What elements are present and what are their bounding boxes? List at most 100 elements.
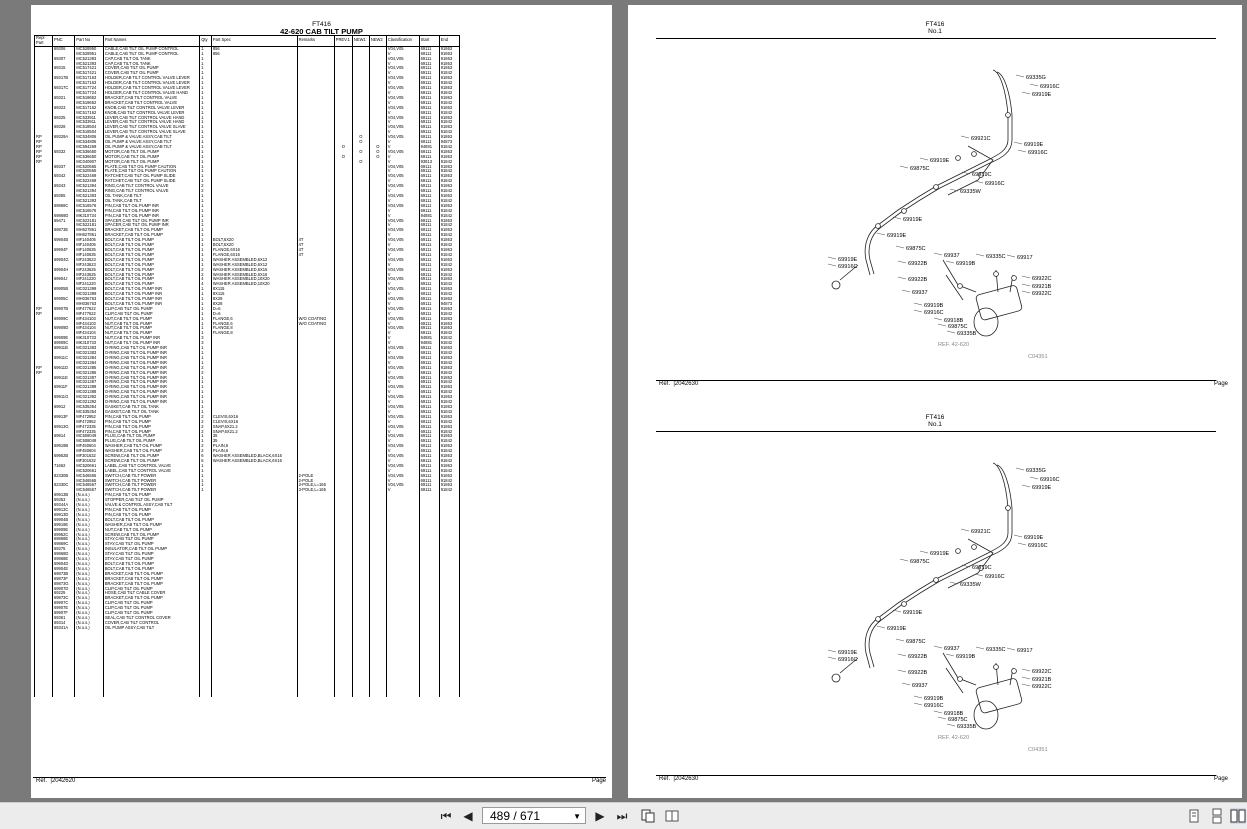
cell-end: 91863 [438,66,461,72]
cell-part-name: O-RING,CAB TILT OIL PUMP INR [102,400,201,405]
leader-line [961,564,971,568]
cell-pnc: 69913F [51,414,76,420]
cell-pnc [51,400,76,405]
cell-part-name: COVER,CAB TILT OIL PUMP [102,71,201,77]
cell-part-name: KNOB,CAB TILT CONTROL VALVE LEVER [102,105,201,111]
table-row: 69341A(N.o.s.)OIL PUMP ASSY,CAB TILT [34,625,461,631]
cell-new2 [368,46,387,52]
leader-line [1029,83,1039,87]
cell-end: 91863 [438,267,461,273]
page-number-input[interactable]: 489 / 671 ▼ [482,807,586,824]
cell-end: 91863 [438,355,461,361]
cell-part-name: STOPPER,CAB TILT OIL PUMP [102,498,201,504]
cell-end: 91842 [438,311,461,317]
cell-new2 [368,532,387,538]
cell-prev1 [333,301,353,307]
table-row: 69225(N.o.s.)HOSE,CAB TILT CABLE COVER [34,591,461,597]
cell-end: 91863 [438,404,461,410]
figure-model-2: FT416 [925,414,945,421]
chevron-down-icon[interactable]: ▼ [573,812,581,821]
cell-pnc: 69343 [51,184,76,190]
cell-prev1 [333,213,353,219]
facing-pages-view-icon[interactable] [1230,808,1246,824]
cell-new2 [368,233,387,239]
cell-new2 [368,581,387,587]
cell-new2 [368,223,387,229]
cell-pnc [51,198,76,204]
rotate-page-icon[interactable] [640,808,656,824]
single-page-view-icon[interactable] [1186,808,1202,824]
cell-pnc [51,130,76,136]
previous-page-icon[interactable]: ◀ [463,809,473,823]
cell-pnc [51,81,76,87]
cell-new2 [368,385,387,391]
cell-prev1 [333,174,353,180]
cell-new2 [368,174,387,180]
leader-line [892,609,902,613]
two-page-icon[interactable] [664,808,680,824]
leader-line [913,309,923,313]
continuous-view-icon[interactable] [1209,808,1225,824]
cell-prev1 [333,331,353,337]
cell-part-name: OIL TANK,CAB TILT [102,194,201,199]
cell-end: 91863 [438,247,461,253]
cell-pnc: 69913G [51,424,76,430]
last-page-icon[interactable]: ⏭ [616,809,628,823]
table-row: 69314(N.o.s.)COVER,CAB TILT CONTROL [34,620,461,626]
cell-part-name: LABEL,CAB TILT CONTROL VALVE [102,468,201,474]
cell-end [438,566,461,572]
cell-new2 [368,213,387,219]
cell-end [438,508,461,513]
cell-pnc: 69315 [51,66,76,72]
cell-end: 91842 [438,336,461,342]
cell-end: 91842 [438,81,461,87]
cell-end: 91863 [438,321,461,327]
cell-end: 91863 [438,149,461,155]
cell-new2: O [368,149,387,155]
table-row: 69904B(N.o.s.)BOLT,CAB TILT OIL PUMP [34,517,461,523]
table-row: 69344A(N.o.s.)VALVE & CONTROL ASSY,CAB T… [34,503,461,508]
cell-new2 [368,115,387,121]
cell-prev1 [333,561,353,567]
filler-cell [418,630,440,697]
cell-pnc [51,272,76,278]
next-page-icon[interactable]: ▶ [595,809,605,823]
callout-label: 69919E [1024,535,1044,541]
callout-label: 69919C [972,565,992,571]
cell-prev1 [333,277,353,283]
cell-part-name: BRACKET,CAB TILT OIL PUMP [102,576,201,582]
cell-end: 91863 [438,228,461,234]
cell-prev1 [333,238,353,244]
cell-prev1 [333,95,353,101]
cell-new2 [368,292,387,298]
cell-part-name: PLATE,CAB TILT OIL PUMP CAUTION [102,164,201,170]
cell-part-name: PIN,CAB TILT OIL PUMP [102,508,201,513]
cell-end: 91842 [438,233,461,239]
cell-end [438,596,461,602]
cell-prev1 [333,46,353,52]
cell-prev1 [333,86,353,91]
leader-line [975,253,985,257]
cell-new2 [368,561,387,567]
first-page-icon[interactable]: ⏮ [440,809,452,823]
ref-number: 2042620 [51,778,76,784]
footer-divider [33,777,606,778]
leader-line [960,135,970,139]
leader-line [827,649,837,653]
cell-pnc [51,120,76,126]
cell-part-name: OIL PUMP & VALVE ASSY,CAB TILT [102,140,201,145]
callout-label: 69916C [838,657,858,663]
cell-new2 [368,429,387,435]
cell-pnc [51,301,76,307]
